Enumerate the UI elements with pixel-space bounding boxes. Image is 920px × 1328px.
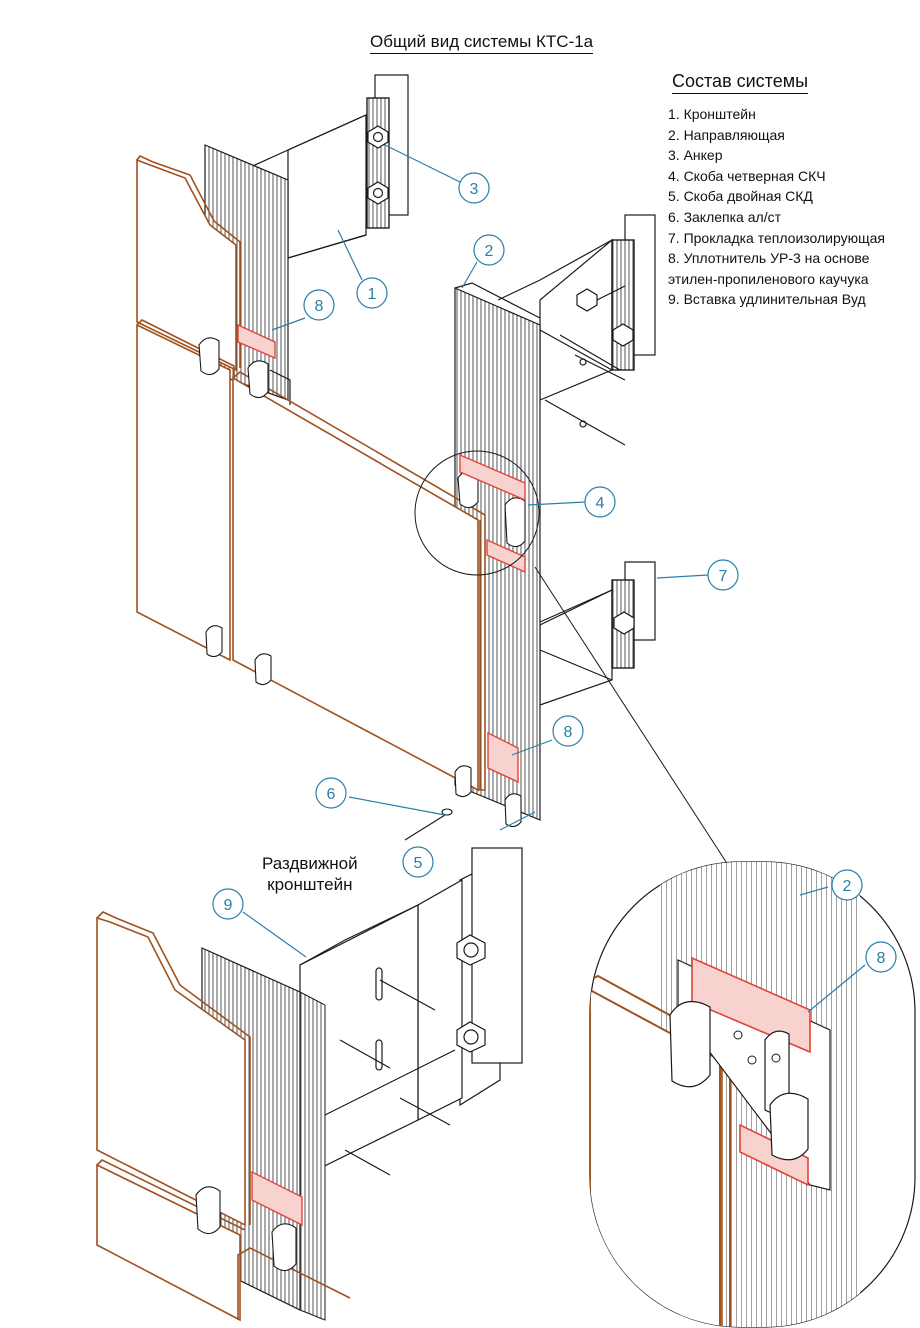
callout-8-zoom: 8 — [865, 941, 897, 973]
callout-4-label: 4 — [596, 495, 605, 512]
callout-8-mid-label: 8 — [564, 724, 573, 741]
lower-seals — [251, 1170, 303, 1227]
legend-item: 8. Уплотнитель УР-3 на основе — [668, 250, 870, 267]
callout-2-label: 2 — [485, 243, 494, 260]
legend-title: Состав системы — [672, 71, 809, 94]
extendable-bracket — [299, 847, 523, 1179]
legend-list: 1. Кронштейн 2. Направляющая 3. Анкер 4.… — [668, 104, 885, 310]
callout-2-zoom: 2 — [831, 869, 863, 901]
legend-item: 9. Вставка удлинительная Вуд — [668, 291, 866, 308]
legend-item: 2. Направляющая — [668, 126, 785, 143]
leader-lines — [242, 144, 866, 1013]
extendable-bracket-label: Раздвижной кронштейн — [262, 853, 358, 895]
legend-item: 7. Прокладка теплоизолирующая — [668, 229, 886, 246]
callout-4: 4 — [584, 486, 616, 518]
sublabel-line2: кронштейн — [267, 875, 353, 894]
callout-1: 1 — [356, 277, 388, 309]
facade-panels — [136, 155, 486, 792]
legend-item: 6. Заклепка ал/ст — [668, 208, 781, 225]
callout-8-top: 8 — [303, 289, 335, 321]
detail-circle — [414, 450, 731, 869]
legend-item-continuation: этилен-пропиленового каучука — [668, 270, 869, 287]
callout-2: 2 — [473, 234, 505, 266]
legend-item: 3. Анкер — [668, 147, 723, 164]
callout-6-label: 6 — [327, 786, 336, 803]
callout-3: 3 — [458, 172, 490, 204]
sublabel-line1: Раздвижной — [262, 854, 358, 873]
callout-8-zoom-label: 8 — [877, 950, 886, 967]
panel-clips — [198, 337, 526, 828]
legend-item: 5. Скоба двойная СКД — [668, 188, 813, 205]
callout-1-label: 1 — [368, 286, 377, 303]
bracket-right-bottom — [497, 561, 656, 706]
callout-9: 9 — [212, 888, 244, 920]
legend-item: 4. Скоба четверная СКЧ — [668, 167, 826, 184]
callout-3-label: 3 — [470, 181, 479, 198]
legend-item: 1. Кронштейн — [668, 106, 756, 122]
callout-5-label: 5 — [414, 855, 423, 872]
rivet — [404, 808, 453, 841]
callout-8-mid: 8 — [552, 715, 584, 747]
callout-2-zoom-label: 2 — [843, 878, 852, 895]
lower-clips — [195, 1186, 297, 1272]
callout-7: 7 — [707, 559, 739, 591]
page-title: Общий вид системы КТС-1а — [370, 32, 594, 54]
seals — [237, 323, 526, 784]
bracket-right-top — [497, 214, 656, 446]
callout-8-top-label: 8 — [315, 298, 324, 315]
callout-7-label: 7 — [719, 568, 728, 585]
callout-9-label: 9 — [224, 897, 233, 914]
callout-5: 5 — [402, 846, 434, 878]
callout-6: 6 — [315, 777, 347, 809]
zoom-detail — [589, 861, 916, 1328]
